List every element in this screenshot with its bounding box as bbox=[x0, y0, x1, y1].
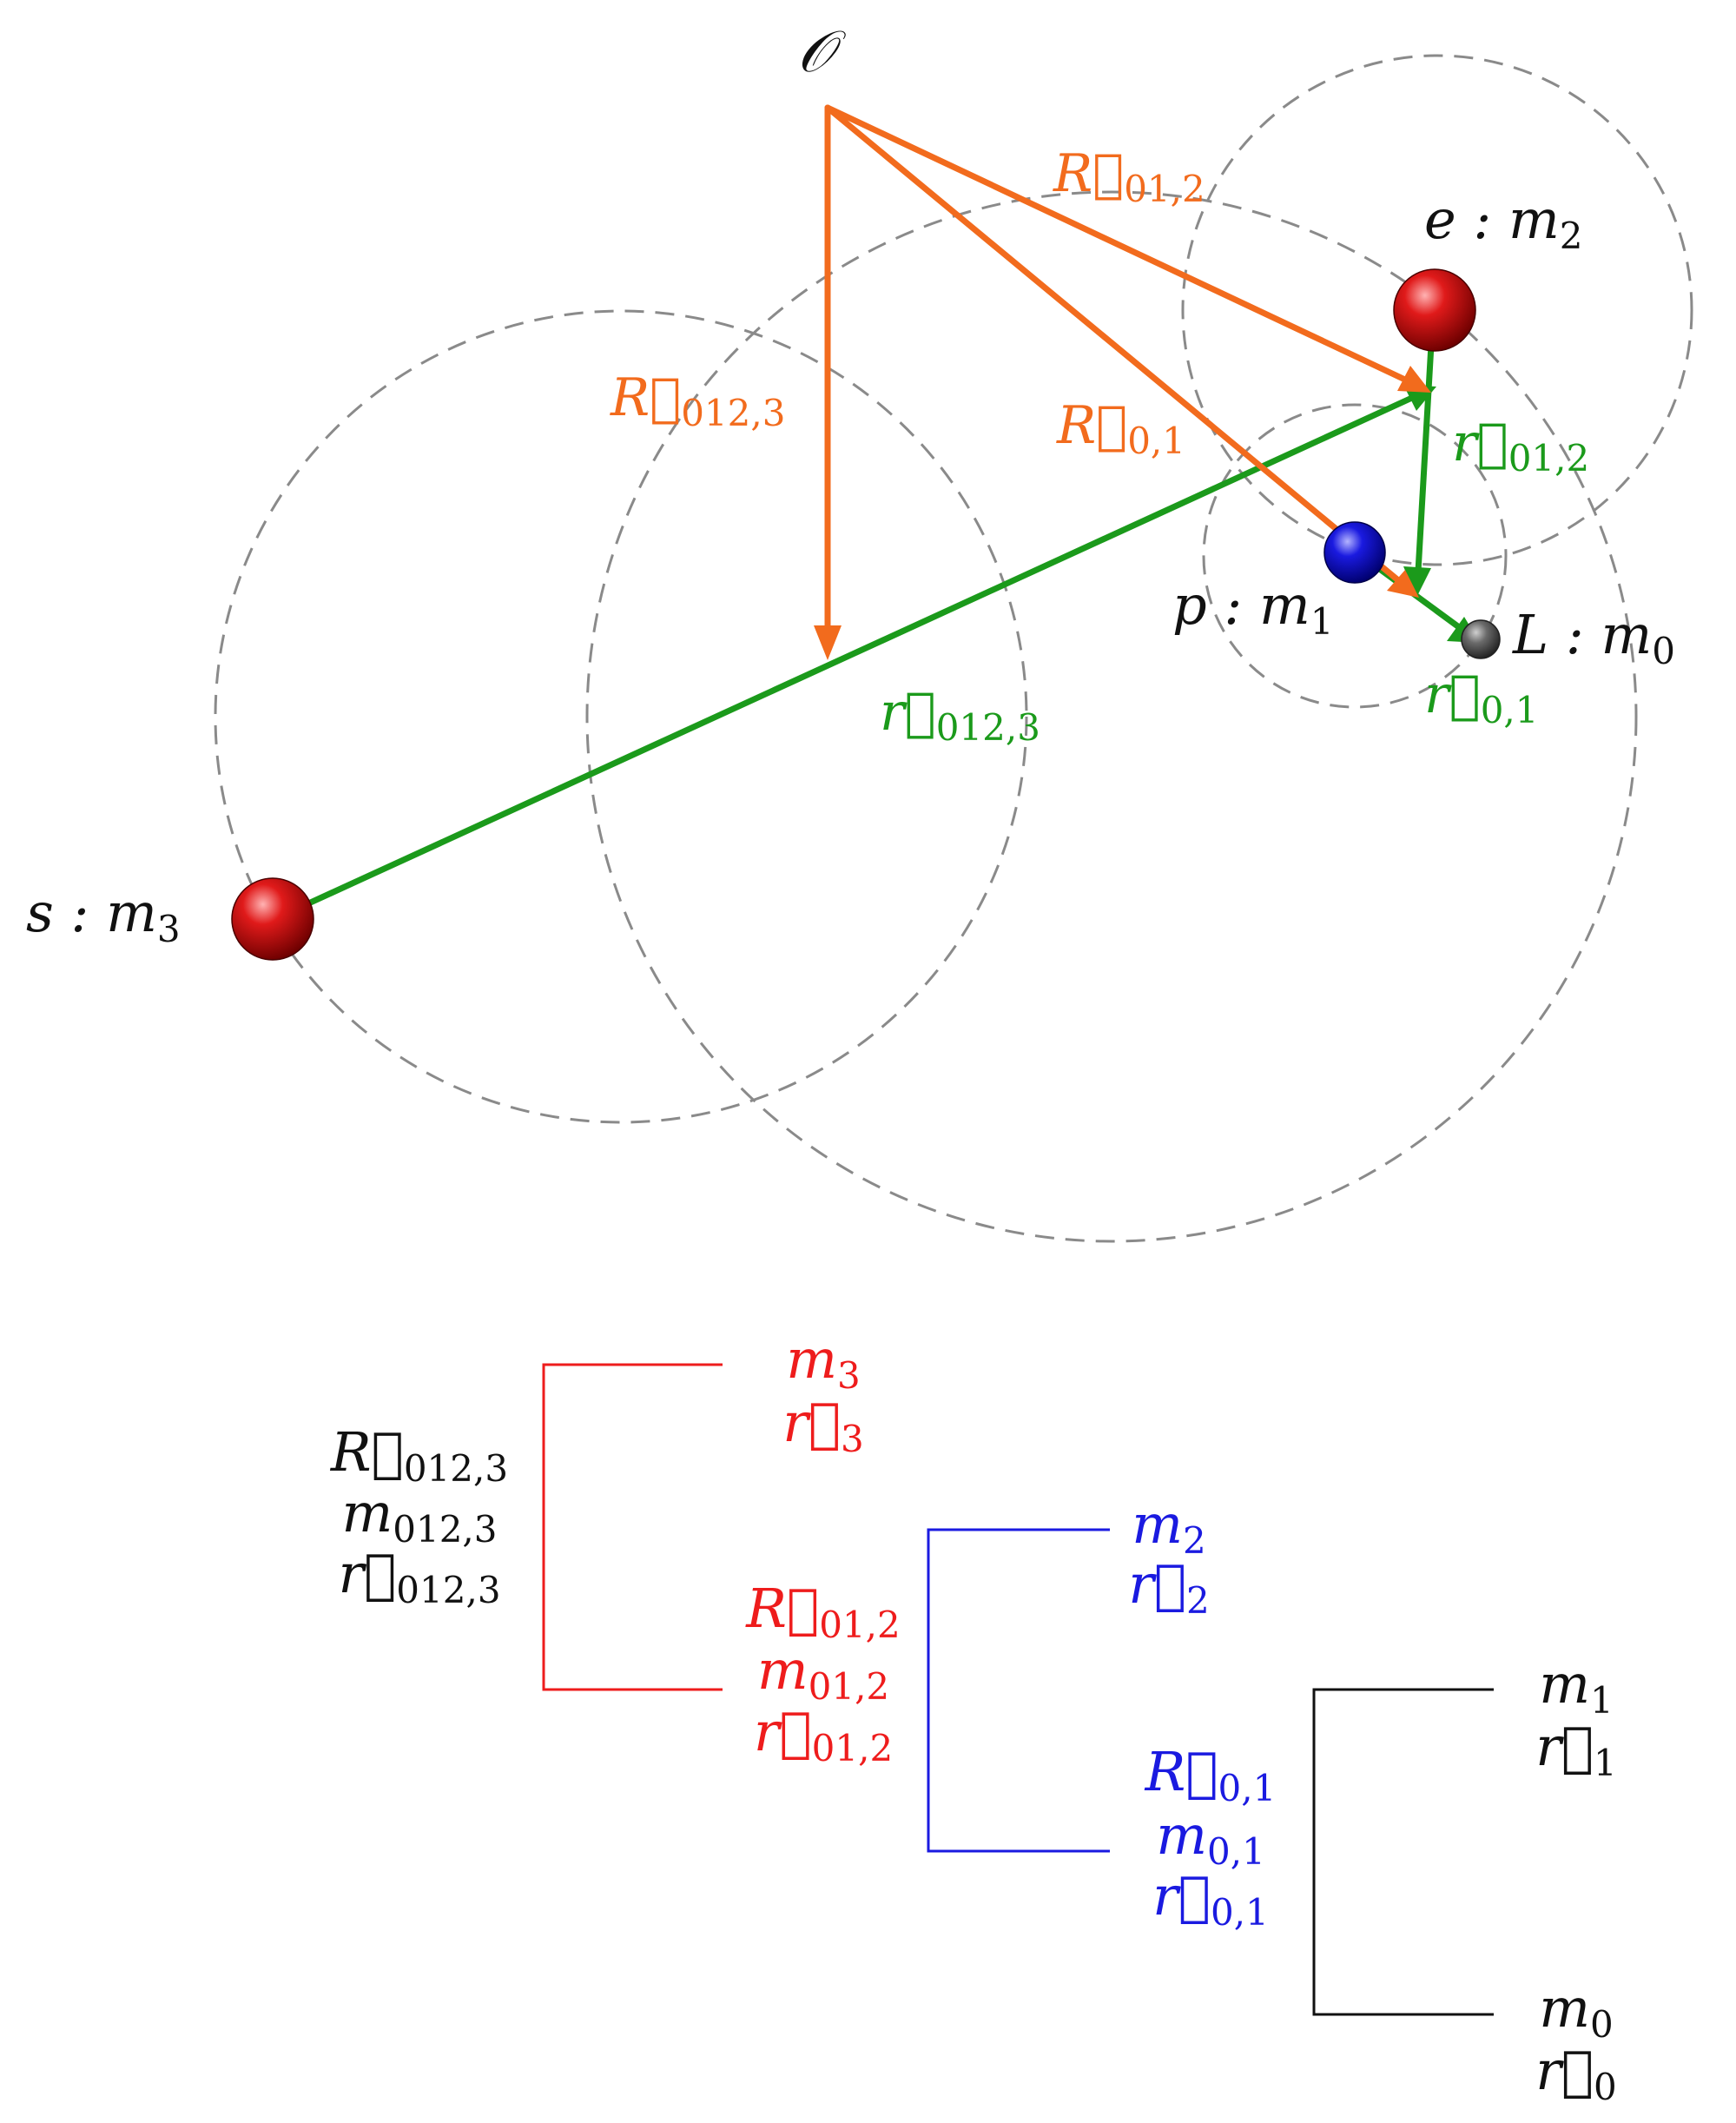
tree-leaf2-r: r⃗2 bbox=[1128, 1552, 1210, 1622]
vector-R0-1-arrowhead bbox=[1387, 570, 1419, 598]
tree-low-R: R⃗0,1 bbox=[1145, 1740, 1277, 1809]
tree-bracket-black bbox=[1312, 1688, 1494, 2016]
label-R012-3: R⃗012,3 bbox=[610, 367, 785, 434]
orbit-circle-probe bbox=[1202, 403, 1508, 709]
orbit-circle-sun bbox=[214, 309, 1028, 1124]
lagrange-sphere bbox=[1461, 619, 1501, 659]
sun-sphere bbox=[231, 877, 314, 961]
vector-r01-2 bbox=[1415, 311, 1436, 575]
body-label-s: s : m3 bbox=[26, 881, 181, 950]
probe-sphere bbox=[1323, 521, 1386, 584]
vector-r01-2-arrowhead bbox=[1403, 566, 1431, 598]
tree-top-m: m012,3 bbox=[341, 1481, 497, 1551]
label-r0-1: r⃗0,1 bbox=[1424, 665, 1538, 731]
body-label-e: e : m2 bbox=[1424, 188, 1583, 257]
tree-leaf2-m: m2 bbox=[1132, 1492, 1206, 1562]
tree-low-m: m0,1 bbox=[1156, 1803, 1265, 1873]
vector-R012-3-arrowhead bbox=[814, 625, 842, 660]
hierarchy-tree bbox=[542, 1363, 1494, 2016]
tree-low-r: r⃗0,1 bbox=[1152, 1864, 1269, 1934]
label-R01-2: R⃗01,2 bbox=[1053, 143, 1205, 210]
tree-bracket-red bbox=[542, 1363, 723, 1691]
tree-top-R: R⃗012,3 bbox=[330, 1420, 508, 1490]
tree-bracket-blue bbox=[927, 1528, 1110, 1853]
tree-labels: R⃗012,3 m012,3 r⃗012,3 m3 r⃗3 R⃗01,2 m01… bbox=[330, 1327, 1617, 2108]
tree-mid-m: m01,2 bbox=[757, 1638, 889, 1708]
tree-leaf1-r: r⃗1 bbox=[1535, 1715, 1617, 1784]
label-r012-3: r⃗012,3 bbox=[880, 682, 1040, 749]
label-R0-1: R⃗0,1 bbox=[1056, 395, 1185, 462]
vector-R0-1 bbox=[824, 104, 1402, 584]
tree-mid-R: R⃗01,2 bbox=[745, 1577, 900, 1646]
body-label-p: p : m1 bbox=[1172, 573, 1334, 643]
tree-leaf0-m: m0 bbox=[1539, 1976, 1614, 2046]
earth-sphere bbox=[1393, 268, 1476, 352]
orbit-circle-earth-moon bbox=[1181, 54, 1693, 566]
bodies bbox=[231, 268, 1501, 961]
body-label-L: L : m0 bbox=[1512, 603, 1675, 672]
origin-label: 𝒪 bbox=[797, 18, 847, 85]
tree-leaf3-r: r⃗3 bbox=[782, 1391, 864, 1460]
upper-labels: 𝒪 R⃗012,3 R⃗01,2 R⃗0,1 r⃗012,3 r⃗01,2 r⃗… bbox=[26, 18, 1675, 950]
vector-R01-2 bbox=[824, 104, 1410, 384]
label-r01-2: r⃗01,2 bbox=[1452, 413, 1589, 479]
orbit-circle-outer bbox=[585, 190, 1638, 1243]
tree-leaf1-m: m1 bbox=[1539, 1652, 1614, 1722]
vector-r012-3 bbox=[271, 394, 1417, 923]
position-vectors bbox=[814, 104, 1431, 660]
orbit-circles bbox=[214, 54, 1693, 1243]
tree-mid-r: r⃗01,2 bbox=[754, 1700, 893, 1769]
tree-leaf3-m: m3 bbox=[786, 1327, 861, 1397]
tree-leaf0-r: r⃗0 bbox=[1535, 2039, 1617, 2108]
vector-R01-2-arrowhead bbox=[1397, 366, 1431, 393]
tree-top-r: r⃗012,3 bbox=[338, 1542, 500, 1611]
